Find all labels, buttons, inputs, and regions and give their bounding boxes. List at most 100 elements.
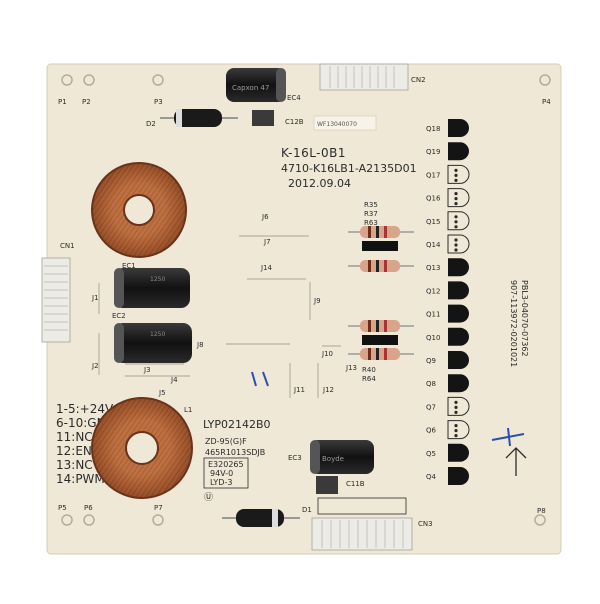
transistor-q19: Q19 (426, 142, 469, 161)
transistor-pad (454, 400, 458, 404)
label-j7: J7 (263, 238, 271, 246)
transistor-q7: Q7 (426, 396, 470, 416)
transistor-label: Q10 (426, 334, 440, 342)
board-lot-line: 465R1013SDJB (205, 448, 265, 457)
transistor-label: Q14 (426, 241, 441, 249)
diode-d1 (222, 509, 300, 527)
transistor-body (448, 258, 469, 277)
transistor-pad (454, 434, 458, 438)
transistor-pad (454, 197, 458, 201)
label-p5: P5 (58, 504, 67, 512)
label-j3: J3 (143, 366, 151, 374)
transistor-pad (454, 215, 458, 219)
transistor-label: Q17 (426, 171, 440, 179)
pin-label-1: 1-5:+24V (56, 402, 114, 416)
capacitor-ec2: 1250 (114, 323, 192, 363)
transistor-label: Q11 (426, 311, 440, 319)
transistor-q18: Q18 (426, 119, 469, 137)
capacitor-ec1-print: 1250 (150, 276, 165, 283)
transistor-pad (454, 220, 458, 224)
capacitor-c11b (316, 476, 338, 494)
capacitor-ec1: 1250 (114, 268, 190, 308)
connector-cn1-pins (44, 265, 68, 331)
transistor-q5: Q5 (426, 443, 469, 462)
transistor-q15: Q15 (426, 211, 470, 231)
pads (61, 74, 551, 526)
transistor-q13: Q13 (426, 258, 469, 277)
label-j8: J8 (196, 341, 204, 349)
label-j4: J4 (170, 376, 178, 384)
label-cn3: CN3 (418, 520, 433, 528)
transistor-pad (454, 225, 458, 229)
label-d2: D2 (146, 120, 156, 128)
transistor-q6: Q6 (426, 420, 470, 440)
label-j6: J6 (261, 213, 269, 221)
label-j14: J14 (260, 264, 273, 272)
ul-number: E320265 (208, 460, 244, 469)
transistor-body (447, 420, 470, 440)
transistor-label: Q18 (426, 125, 440, 133)
resistor-r64-body (362, 335, 398, 345)
transistor-body (448, 304, 469, 323)
label-c12b: C12B (285, 118, 304, 126)
resistor-r40 (348, 320, 414, 332)
transistor-label: Q7 (426, 403, 436, 411)
label-r35: R35 (364, 201, 378, 209)
transistor-body (448, 443, 469, 462)
label-r37: R37 (364, 210, 378, 218)
label-r64: R64 (362, 375, 376, 383)
capacitor-ec3: Boyde (310, 440, 374, 474)
label-ec1: EC1 (122, 262, 136, 270)
label-ec2: EC2 (112, 312, 126, 320)
toroid-inductor-bottom (91, 397, 193, 499)
connector-cn3 (311, 517, 413, 551)
board-part-number: 4710-K16LB1-A2135D01 (281, 162, 417, 175)
transistor-pad (454, 429, 458, 433)
transistor-pad (454, 410, 458, 414)
traces (98, 235, 341, 398)
cn3-outline (317, 497, 407, 515)
transistor-pad (454, 248, 458, 252)
transistor-body (448, 351, 469, 369)
label-p8: P8 (537, 507, 546, 515)
transistor-body (448, 374, 469, 393)
handwriting-marks (251, 371, 269, 387)
resistor-r63 (348, 260, 414, 272)
side-text-1: PBL3-04070-07362 (520, 280, 529, 357)
side-text-group: PBL3-04070-07362 907-113972-0201021 (509, 280, 529, 367)
transistor-q10: Q10 (426, 327, 469, 346)
side-text-2: 907-113972-0201021 (509, 280, 518, 367)
transistor-label: Q6 (426, 427, 437, 435)
label-j13: J13 (345, 364, 357, 372)
label-j2: J2 (91, 362, 99, 370)
serial-sticker (313, 115, 377, 131)
label-p3: P3 (154, 98, 163, 106)
capacitor-ec4-print: Capxon 47 (232, 84, 269, 92)
connector-cn1 (41, 257, 71, 343)
diode-d2 (160, 109, 238, 127)
transistor-q4: Q4 (426, 467, 469, 485)
transistor-pad (454, 424, 458, 428)
label-j1: J1 (91, 294, 99, 302)
transistor-pad (454, 202, 458, 206)
label-j9: J9 (313, 297, 321, 305)
ul-lyd: LYD-3 (210, 478, 232, 487)
board-zd-line: ZD-95(G)F (205, 437, 247, 446)
pin-label-6: 14:PWM (56, 472, 105, 486)
transistor-q16: Q16 (426, 188, 470, 208)
label-j11: J11 (293, 386, 305, 394)
board-code: LYP02142B0 (203, 418, 271, 431)
label-cn2: CN2 (411, 76, 426, 84)
transistor-body (448, 119, 469, 137)
capacitor-c12b (252, 110, 274, 126)
label-cn1: CN1 (60, 242, 75, 250)
transistor-pad (454, 173, 458, 177)
transistor-body (447, 234, 470, 254)
transistor-label: Q13 (426, 264, 440, 272)
transistor-body (447, 396, 470, 416)
transistor-body (448, 142, 469, 161)
arrow-icon (505, 447, 527, 476)
transistor-q17: Q17 (426, 164, 470, 184)
label-p6: P6 (84, 504, 93, 512)
